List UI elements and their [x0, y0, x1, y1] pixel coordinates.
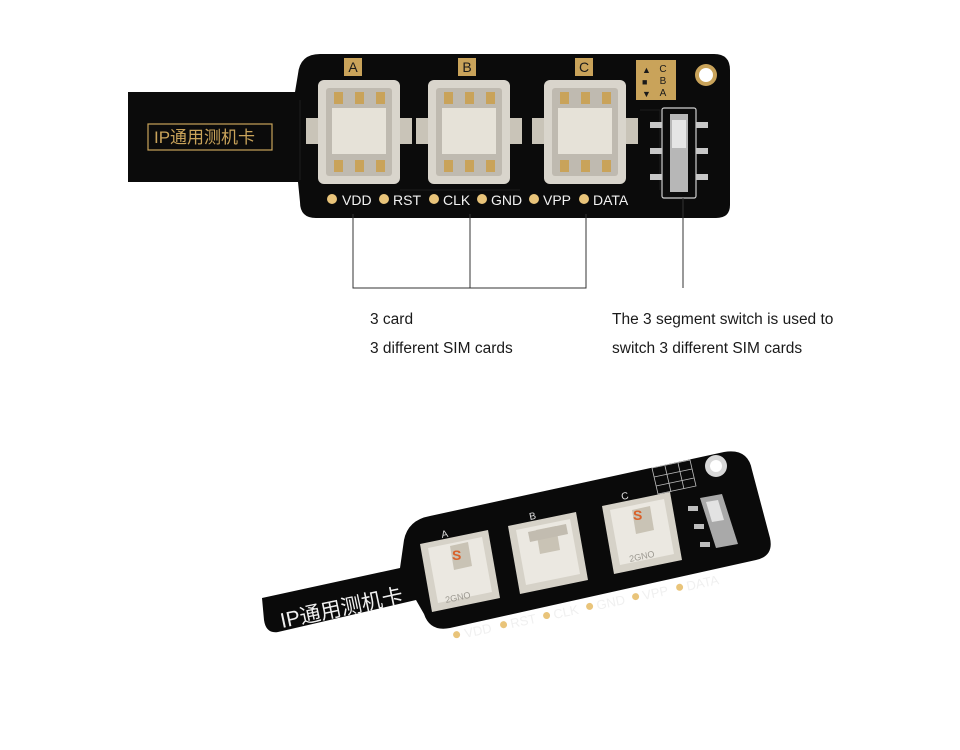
top-sim-slot-a — [306, 80, 412, 184]
top-sim-slot-b — [416, 80, 522, 184]
callout-right-line2: switch 3 different SIM cards — [612, 340, 803, 357]
svg-text:C: C — [659, 64, 666, 75]
bottom-pin-row: VDD RST CLK GND VPP DATA — [453, 572, 720, 641]
bottom-pin-rst: RST — [509, 611, 538, 631]
top-pin-row: VDD RST CLK GND VPP DATA — [327, 192, 629, 208]
bottom-slot-label-a: A — [440, 529, 449, 541]
bottom-pin-vpp: VPP — [641, 583, 670, 603]
bottom-sim-slot-a: S 2GNO — [420, 530, 500, 612]
svg-text:■: ■ — [642, 77, 647, 87]
callout-left-line1: 3 card — [370, 311, 414, 328]
callout-left: 3 card 3 different SIM cards — [370, 305, 513, 363]
svg-text:S: S — [633, 507, 642, 523]
bottom-sim-slot-b — [508, 512, 588, 594]
pin-clk: CLK — [443, 192, 471, 208]
slot-label-b: B — [462, 59, 471, 75]
top-slide-switch — [650, 107, 708, 199]
callout-lines — [352, 198, 684, 289]
top-switch-legend: ▲ ■ ▼ C B A — [636, 60, 676, 100]
bottom-pin-gnd: GND — [595, 592, 626, 613]
svg-text:A: A — [660, 88, 667, 99]
slot-label-c: C — [579, 59, 589, 75]
callout-left-line2: 3 different SIM cards — [370, 340, 513, 357]
svg-text:▲: ▲ — [642, 65, 651, 75]
top-title-frame — [147, 123, 273, 151]
bottom-pin-clk: CLK — [552, 602, 580, 622]
bottom-slot-label-b: B — [528, 511, 537, 523]
bottom-switch-legend — [651, 459, 697, 495]
top-slot-labels: A B C — [344, 58, 593, 76]
callout-right-line1: The 3 segment switch is used to — [612, 311, 834, 328]
top-sim-slot-c — [532, 80, 638, 184]
svg-text:B: B — [660, 76, 667, 87]
bottom-pin-data: DATA — [685, 572, 720, 594]
callout-right: The 3 segment switch is used to switch 3… — [612, 305, 833, 363]
bottom-pin-vdd: VDD — [463, 620, 493, 640]
bottom-sim-slot-c: S 2GNO — [602, 492, 682, 574]
bottom-slot-label-c: C — [620, 491, 629, 503]
bottom-slide-switch — [688, 494, 738, 548]
pin-gnd: GND — [491, 192, 522, 208]
pin-data: DATA — [593, 192, 629, 208]
pin-rst: RST — [393, 192, 421, 208]
slot-label-a: A — [348, 59, 358, 75]
bottom-board-photo: IP通用测机卡 S 2GNO S 2GNO A B C — [262, 451, 771, 641]
top-title-text: IP通用测机卡 — [154, 128, 255, 147]
top-traces — [299, 100, 661, 191]
svg-text:▼: ▼ — [642, 89, 651, 99]
top-board-photo: IP通用测机卡 A B C — [128, 54, 730, 289]
pin-vpp: VPP — [543, 192, 571, 208]
svg-text:S: S — [452, 547, 461, 563]
pin-vdd: VDD — [342, 192, 372, 208]
